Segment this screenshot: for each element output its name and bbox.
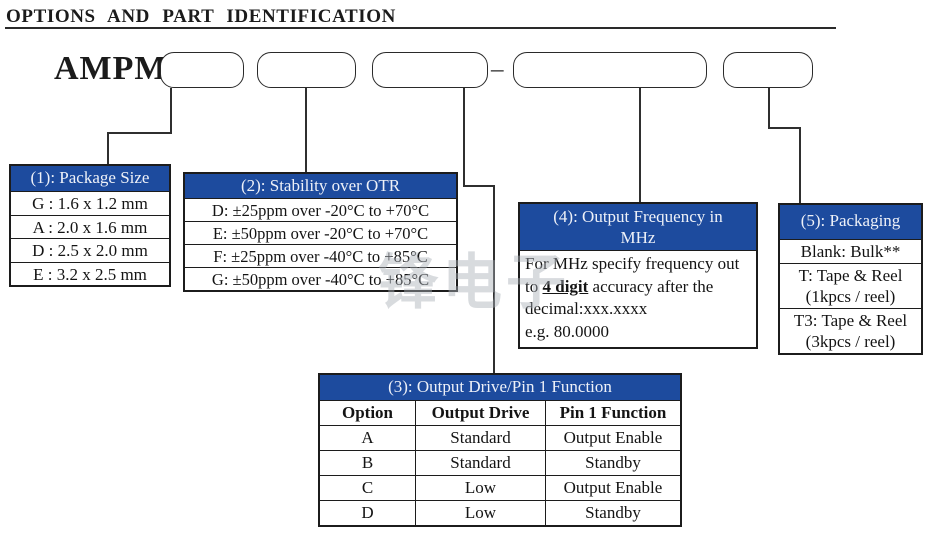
table-row: G : 1.6 x 1.2 mm — [11, 191, 169, 215]
table-row: D Low Standby — [320, 500, 680, 525]
table-row: Blank: Bulk** — [780, 239, 921, 263]
page-title: OPTIONS AND PART IDENTIFICATION — [6, 6, 396, 27]
stability-table: (2): Stability over OTR D: ±25ppm over -… — [183, 172, 458, 292]
connector-line-5 — [799, 127, 801, 204]
table-cell: Low — [415, 475, 545, 500]
frequency-note-text: accuracy after the decimal:xxx.xxxx — [525, 276, 714, 319]
table-column-header-row: Option Output Drive Pin 1 Function — [320, 400, 680, 425]
table-row: T: Tape & Reel (1kpcs / reel) — [780, 263, 921, 308]
table-cell: C — [320, 475, 415, 500]
table-row: B Standard Standby — [320, 450, 680, 475]
table-row: C Low Output Enable — [320, 475, 680, 500]
table-row: E : 3.2 x 2.5 mm — [11, 261, 169, 286]
table-cell: Standard — [415, 450, 545, 475]
connector-line-1 — [170, 88, 172, 134]
table-row: E: ±50ppm over -20°C to +70°C — [185, 221, 456, 244]
frequency-example: e.g. 80.0000 — [525, 321, 610, 341]
package-size-table: (1): Package Size G : 1.6 x 1.2 mm A : 2… — [9, 164, 171, 287]
table-cell: D — [320, 500, 415, 525]
part-code-box-5 — [723, 52, 813, 88]
part-code-box-3 — [372, 52, 488, 88]
table-cell: Low — [415, 500, 545, 525]
table-header-line: (4): Output Frequency in — [553, 207, 723, 226]
table-cell: Standby — [545, 500, 680, 525]
connector-line-1 — [107, 132, 109, 165]
connector-line-4 — [639, 88, 641, 203]
connector-line-3 — [463, 88, 465, 187]
connector-line-1 — [107, 132, 172, 134]
part-prefix: AMPM — [54, 50, 168, 87]
column-header: Output Drive — [415, 400, 545, 425]
table-row: D: ±25ppm over -20°C to +70°C — [185, 198, 456, 221]
frequency-note-emphasis: 4 digit — [542, 276, 589, 296]
connector-line-5 — [768, 127, 801, 129]
packaging-option-detail: (3kpcs / reel) — [805, 332, 896, 351]
packaging-option-detail: (1kpcs / reel) — [805, 287, 896, 306]
connector-line-3 — [493, 185, 495, 374]
table-header: (3): Output Drive/Pin 1 Function — [320, 375, 680, 400]
frequency-note: For MHz specify frequency out to 4 digit… — [520, 250, 756, 347]
table-cell: Output Enable — [545, 425, 680, 450]
table-row: F: ±25ppm over -40°C to +85°C — [185, 244, 456, 267]
table-cell: Output Enable — [545, 475, 680, 500]
table-cell: Standard — [415, 425, 545, 450]
connector-line-2 — [305, 88, 307, 173]
table-header: (5): Packaging — [780, 205, 921, 239]
table-row: D : 2.5 x 2.0 mm — [11, 238, 169, 262]
table-row: T3: Tape & Reel (3kpcs / reel) — [780, 308, 921, 353]
table-header: (1): Package Size — [11, 166, 169, 191]
packaging-table: (5): Packaging Blank: Bulk** T: Tape & R… — [778, 203, 923, 355]
part-code-box-1 — [160, 52, 244, 88]
packaging-option: T3: Tape & Reel — [793, 311, 908, 330]
table-row: A Standard Output Enable — [320, 425, 680, 450]
packaging-option: T: Tape & Reel — [798, 266, 903, 285]
part-code-box-2 — [257, 52, 356, 88]
table-header-line: MHz — [620, 228, 656, 247]
table-cell: B — [320, 450, 415, 475]
connector-line-5 — [768, 88, 770, 129]
table-cell: Standby — [545, 450, 680, 475]
packaging-option: Blank: Bulk** — [800, 242, 901, 261]
column-header: Pin 1 Function — [545, 400, 680, 425]
output-frequency-table: (4): Output Frequency in MHz For MHz spe… — [518, 202, 758, 349]
table-row: A : 2.0 x 1.6 mm — [11, 214, 169, 239]
part-code-box-4 — [513, 52, 707, 88]
table-row: G: ±50ppm over -40°C to +85°C — [185, 267, 456, 290]
table-cell: A — [320, 425, 415, 450]
column-header: Option — [320, 400, 415, 425]
connector-line-3 — [463, 185, 495, 187]
output-drive-table: (3): Output Drive/Pin 1 Function Option … — [318, 373, 682, 527]
table-header: (2): Stability over OTR — [185, 174, 456, 198]
part-number-dash: – — [491, 56, 504, 83]
frequency-note-text: For MHz specify frequency out to — [525, 254, 740, 296]
table-header: (4): Output Frequency in MHz — [520, 204, 756, 250]
title-underline — [5, 27, 836, 29]
